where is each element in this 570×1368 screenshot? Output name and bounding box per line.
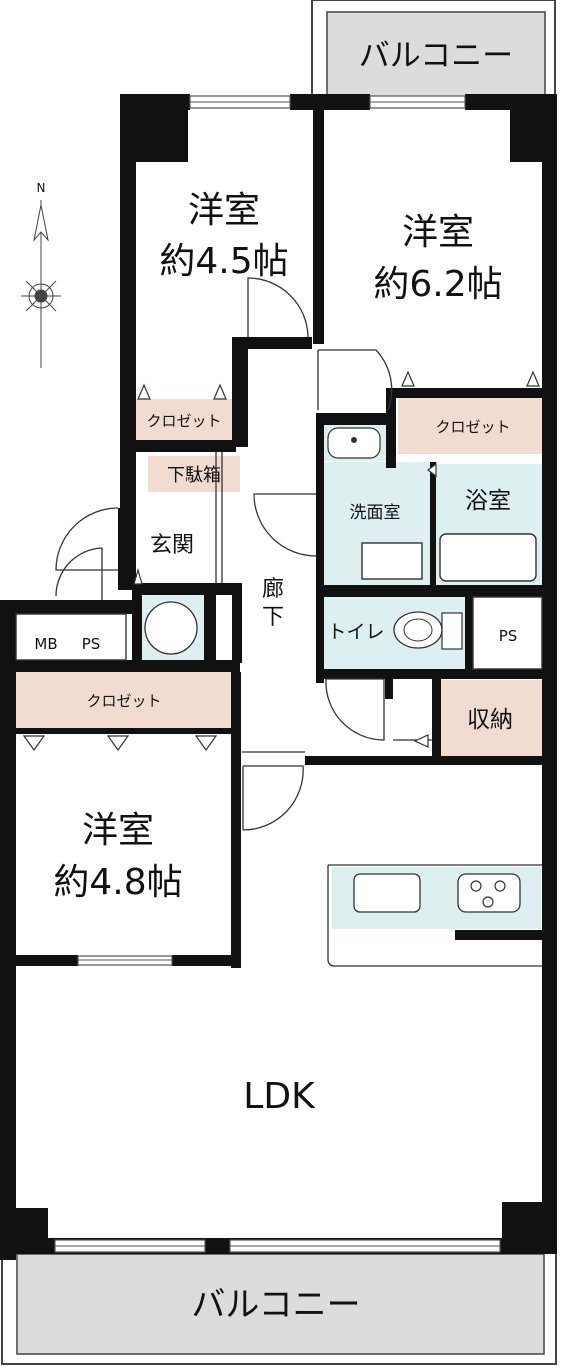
balcony-top-label: バルコニー <box>359 38 513 74</box>
bedroom-b-size: 約6.2帖 <box>373 264 502 305</box>
mb-label: MB <box>34 635 57 653</box>
closet-c-label: クロゼット <box>86 692 161 710</box>
burner-1-icon <box>470 880 482 892</box>
toilet-seat <box>403 618 433 642</box>
closet-a-label: クロゼット <box>146 412 221 430</box>
washer-pan <box>361 542 423 580</box>
closet-c <box>16 672 231 728</box>
hallway-label-1: 廊 <box>262 577 284 602</box>
ldk-label: LDK <box>243 1076 316 1117</box>
mb-ps-box <box>15 613 127 661</box>
balcony-top <box>326 11 546 99</box>
kitchen-sink <box>353 873 421 913</box>
bedroom-b-name: 洋室 <box>402 212 474 253</box>
compass-north-label: N <box>37 181 46 195</box>
closet-door-marks <box>22 370 540 752</box>
balcony-bottom-label: バルコニー <box>191 1285 360 1325</box>
burner-3-icon <box>482 896 494 908</box>
ps-right-label: PS <box>499 627 518 645</box>
ps-right-box <box>472 596 543 670</box>
toilet-tank <box>441 612 463 650</box>
window-mullions <box>55 101 500 1247</box>
entrance-label: 玄関 <box>150 533 194 558</box>
closet-a <box>136 399 232 441</box>
bedroom-c-size: 約4.8帖 <box>53 862 182 903</box>
ps-left-label: PS <box>82 635 101 653</box>
storage-label: 収納 <box>467 707 513 733</box>
storage <box>441 680 542 756</box>
bedroom-a-size: 約4.5帖 <box>159 241 288 282</box>
burner-2-icon <box>494 880 506 892</box>
shoe-box-label: 下駄箱 <box>167 465 221 486</box>
bedroom-a-name: 洋室 <box>188 190 260 231</box>
bathroom-label: 浴室 <box>465 488 511 514</box>
closet-b <box>398 398 542 454</box>
closet-b-label: クロゼット <box>435 418 510 436</box>
kitchen-outline <box>327 865 542 967</box>
compass-icon <box>21 200 61 368</box>
doors <box>55 277 432 831</box>
toilet-bowl <box>393 611 443 649</box>
toilet-label: トイレ <box>327 621 384 643</box>
washroom-faucet <box>351 437 357 443</box>
washer-drain <box>144 601 198 655</box>
shoe-box <box>148 456 240 492</box>
bedroom-c-name: 洋室 <box>82 810 154 851</box>
balcony-bottom <box>16 1253 545 1355</box>
washroom-label: 洗面室 <box>350 503 401 523</box>
bathtub <box>439 533 537 582</box>
hallway-label-2: 下 <box>262 605 284 630</box>
